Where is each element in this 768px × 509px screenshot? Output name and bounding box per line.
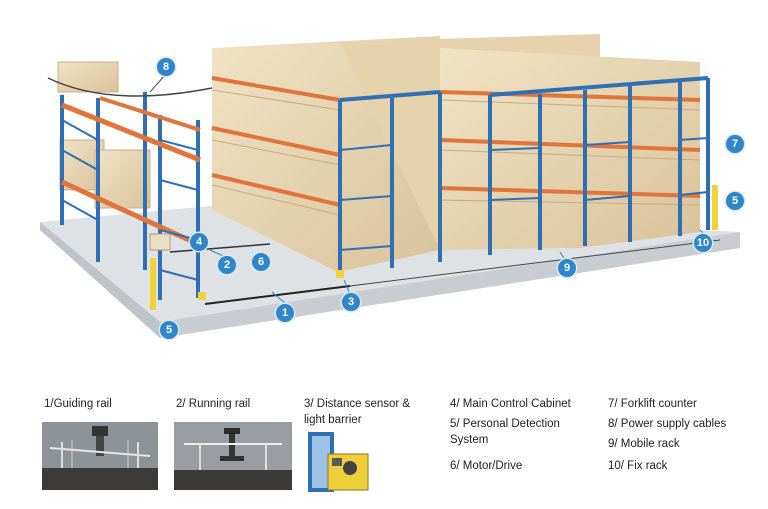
legend-motor-drive: 6/ Motor/Drive (450, 460, 523, 472)
legend-power-supply-cables: 8/ Power supply cables (608, 418, 727, 430)
legend-running-rail: 2/ Running rail (176, 398, 251, 410)
legend-guiding-rail: 1/Guiding rail (44, 398, 112, 410)
legend-distance-sensor-line1: 3/ Distance sensor & (304, 398, 411, 410)
running-rail-photo (174, 422, 292, 490)
distance-sensor-photo (304, 428, 372, 496)
left-rack (57, 61, 206, 310)
legend-mobile-rack: 9/ Mobile rack (608, 438, 680, 450)
callout-badge-3: 3 (342, 293, 360, 311)
legend-personal-detection-line1: 5/ Personal Detection (450, 418, 560, 430)
callout-badge-9: 9 (558, 259, 576, 277)
callout-badge-5-left: 5 (160, 321, 178, 339)
legend-fix-rack: 10/ Fix rack (608, 460, 668, 472)
callout-badge-2: 2 (218, 256, 236, 274)
floor-rails (169, 239, 721, 305)
callout-badge-5-right: 5 (726, 192, 744, 210)
mobile-racking-illustration (40, 34, 740, 338)
legend-main-control-cabinet: 4/ Main Control Cabinet (450, 398, 571, 410)
guiding-rail-photo (42, 422, 158, 490)
legend-distance-sensor-line2: light barrier (304, 414, 362, 426)
mobile-racks (211, 34, 718, 278)
legend-personal-detection-line2: System (450, 434, 489, 446)
callout-badge-6: 6 (252, 253, 270, 271)
callout-badge-4: 4 (190, 233, 208, 251)
legend-forklift-counter: 7/ Forklift counter (608, 398, 697, 410)
callout-badge-7: 7 (726, 135, 744, 153)
callout-badge-1: 1 (276, 304, 294, 322)
callout-badge-10: 10 (694, 234, 712, 252)
power-supply-cable (47, 77, 213, 97)
callout-badge-8: 8 (157, 58, 175, 76)
